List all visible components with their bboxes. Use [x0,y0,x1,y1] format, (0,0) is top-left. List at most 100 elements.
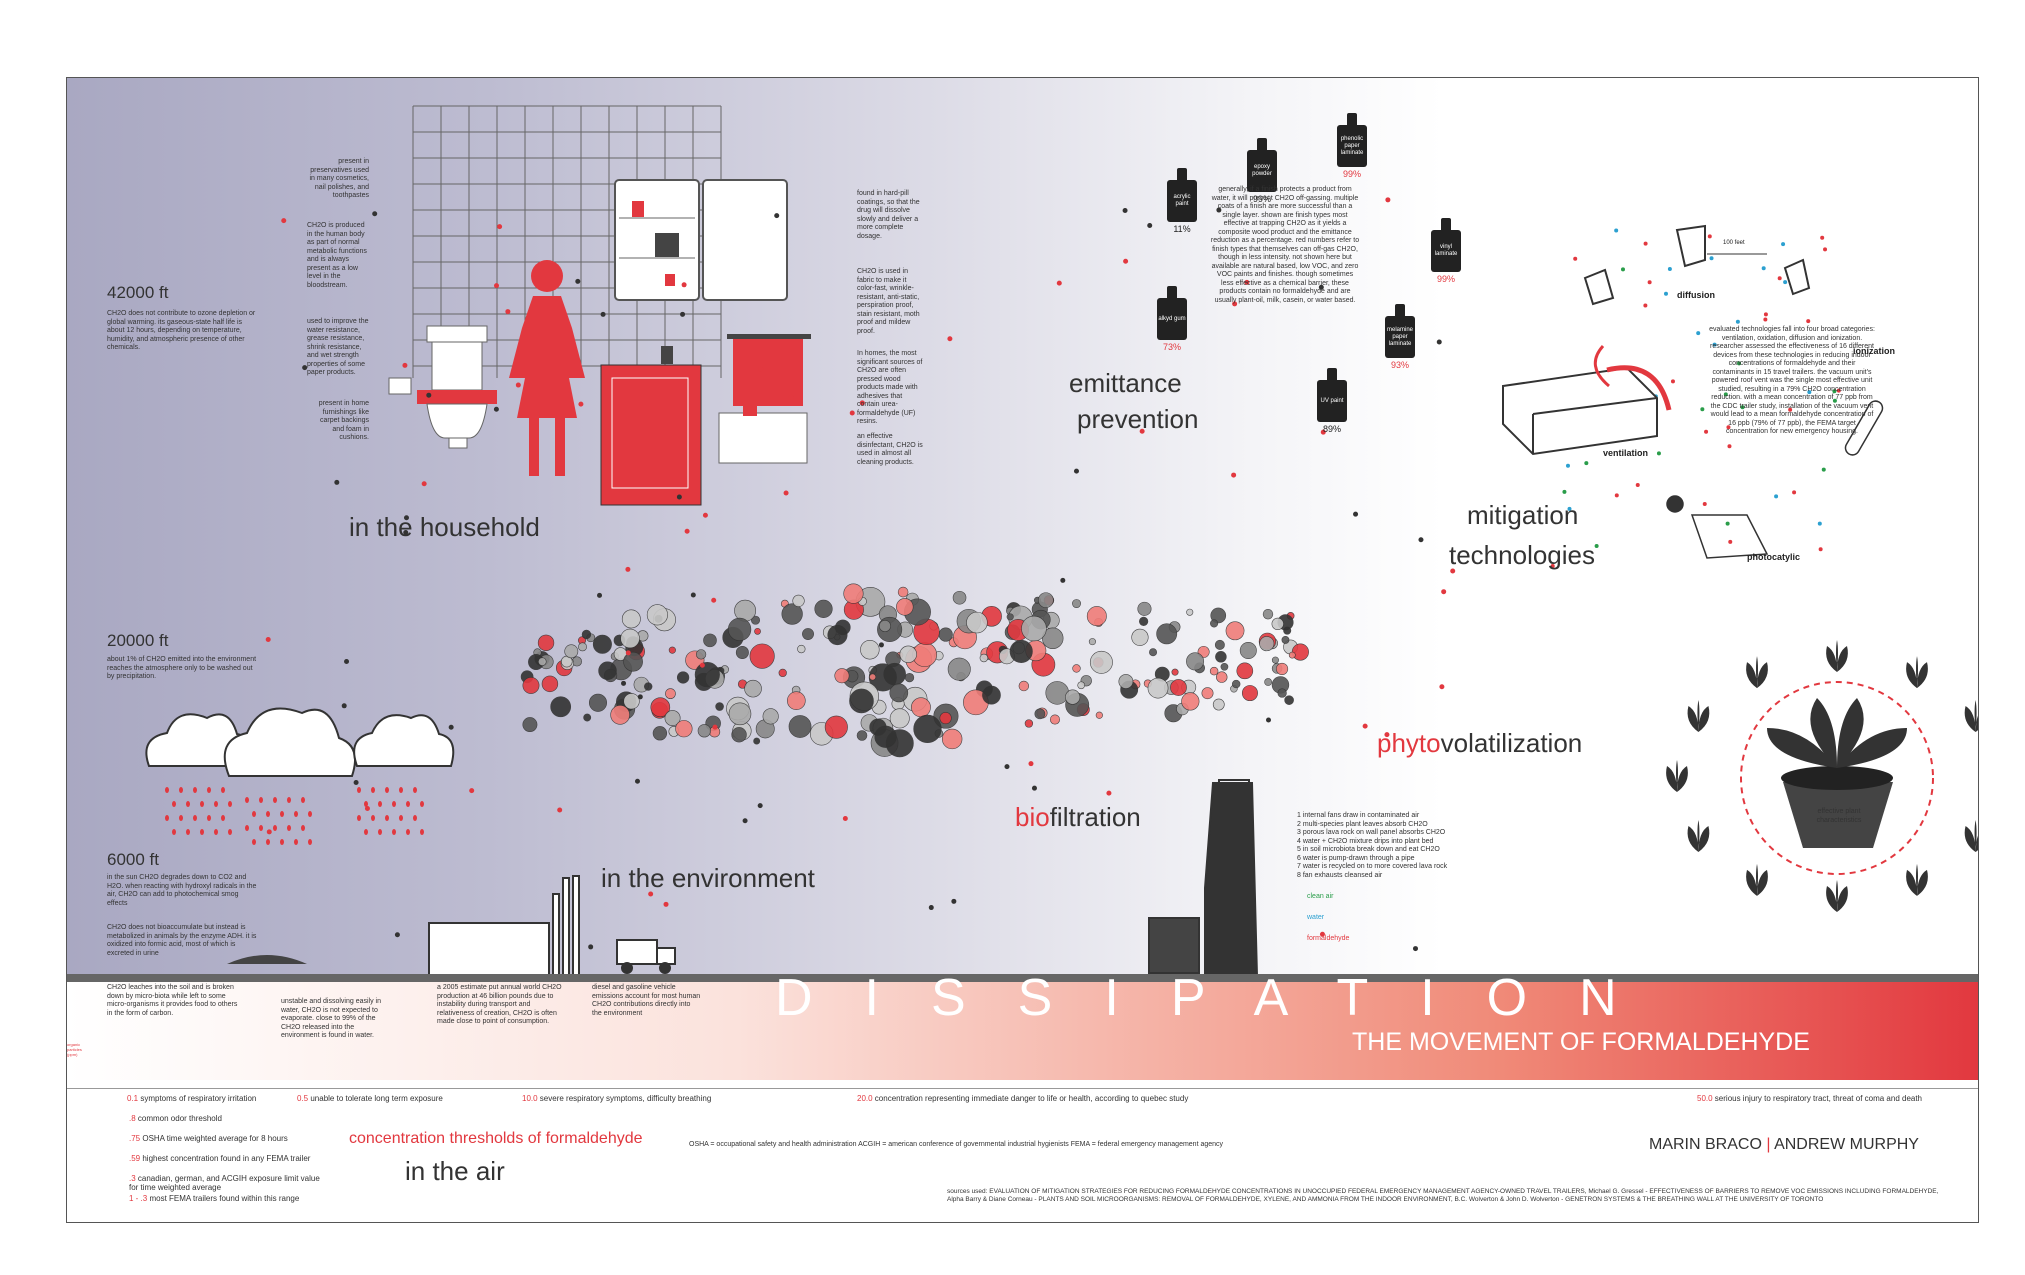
molecule [1181,692,1200,711]
molecule [1216,671,1228,683]
molecule [1049,714,1060,725]
molecule [353,780,359,786]
molecule [1077,681,1086,690]
molecule [797,644,806,654]
particle [1567,506,1572,511]
particle [1656,451,1661,456]
molecule [874,725,897,748]
heading-mitigation: mitigation [1467,500,1579,530]
molecule [757,803,763,809]
molecule [592,634,612,654]
molecule [668,646,676,654]
particle [1818,547,1823,552]
plant-icon [1746,656,1768,689]
molecule [1209,666,1219,676]
particle [1709,256,1714,261]
molecule [1095,711,1103,719]
note-pills: found in hard-pill coatings, so that the… [857,190,920,240]
molecule [469,788,475,794]
bottle-cap-icon [1441,218,1451,230]
molecule [1216,207,1222,213]
rain-drop [287,825,291,831]
rain-drop [266,839,270,845]
molecule [646,604,668,626]
factory [428,875,580,979]
plant-icon [1746,863,1768,896]
rain-drop [413,787,417,793]
rain-drop [165,787,169,793]
molecule [781,603,803,625]
molecule [1018,680,1030,692]
particle [1832,398,1837,403]
truck-icon [616,939,676,974]
molecule [448,724,454,730]
diffusion-icons [1583,224,1811,306]
molecule [1319,931,1325,937]
molecule [675,720,693,738]
bottle-percent: 11% [1173,224,1191,234]
particle [1702,501,1707,506]
molecule [788,715,812,738]
low-threshold-entry: 1 - .3 most FEMA trailers found within t… [129,1194,300,1203]
bottle-percent: 89% [1322,424,1341,434]
particle [1726,425,1731,430]
rain-drop [399,787,403,793]
threshold-axis [67,1088,1978,1089]
rain-drop [406,801,410,807]
molecule [1241,685,1258,702]
molecule [1089,650,1113,674]
molecule [610,705,630,725]
molecule [344,659,350,665]
sources: sources used: EVALUATION OF MITIGATION S… [947,1188,1939,1203]
molecule [1088,638,1096,646]
molecule [735,646,749,659]
molecule [665,688,676,700]
molecule [792,594,805,607]
particle [1821,467,1826,472]
particle [1562,489,1567,494]
molecule [265,636,271,642]
water-text: unstable and dissolving easily in water,… [281,998,382,1039]
low-threshold-entry: .3 canadian, german, and ACGIH exposure … [129,1174,320,1192]
molecule [1281,636,1290,644]
molecule [1149,648,1158,657]
particle [1667,267,1672,272]
molecule [648,891,654,897]
dissipation-subtitle: THE MOVEMENT OF FORMALDEHYDE [1352,1028,1810,1056]
particle [1783,280,1788,285]
biofilter-illustration [1132,779,1259,987]
molecule [1231,679,1241,689]
particle [1737,361,1742,366]
molecule [575,278,581,284]
molecule [588,944,594,950]
particle [1792,490,1797,495]
particle [1820,235,1825,240]
molecule [1450,568,1456,574]
molecule [676,671,690,684]
particle [1761,266,1766,271]
molecule [1021,615,1047,642]
molecule [1210,619,1219,628]
molecule [1318,284,1324,290]
molecule [783,490,789,496]
rain-drop [371,815,375,821]
molecule [899,645,917,664]
molecule [681,282,687,288]
molecule [1004,764,1010,770]
particle [1620,267,1625,272]
rain-drop [364,829,368,835]
plant-icon [1666,760,1688,792]
molecule [1028,761,1034,767]
molecule [1210,607,1227,624]
molecule [753,737,761,745]
molecule [774,213,780,219]
plant-icon [1826,880,1848,912]
particle [1728,539,1733,544]
molecule [1320,429,1326,435]
plant-center-label: effective plant characteristics [1816,808,1862,824]
rain-drop [371,787,375,793]
molecule [1031,785,1037,791]
